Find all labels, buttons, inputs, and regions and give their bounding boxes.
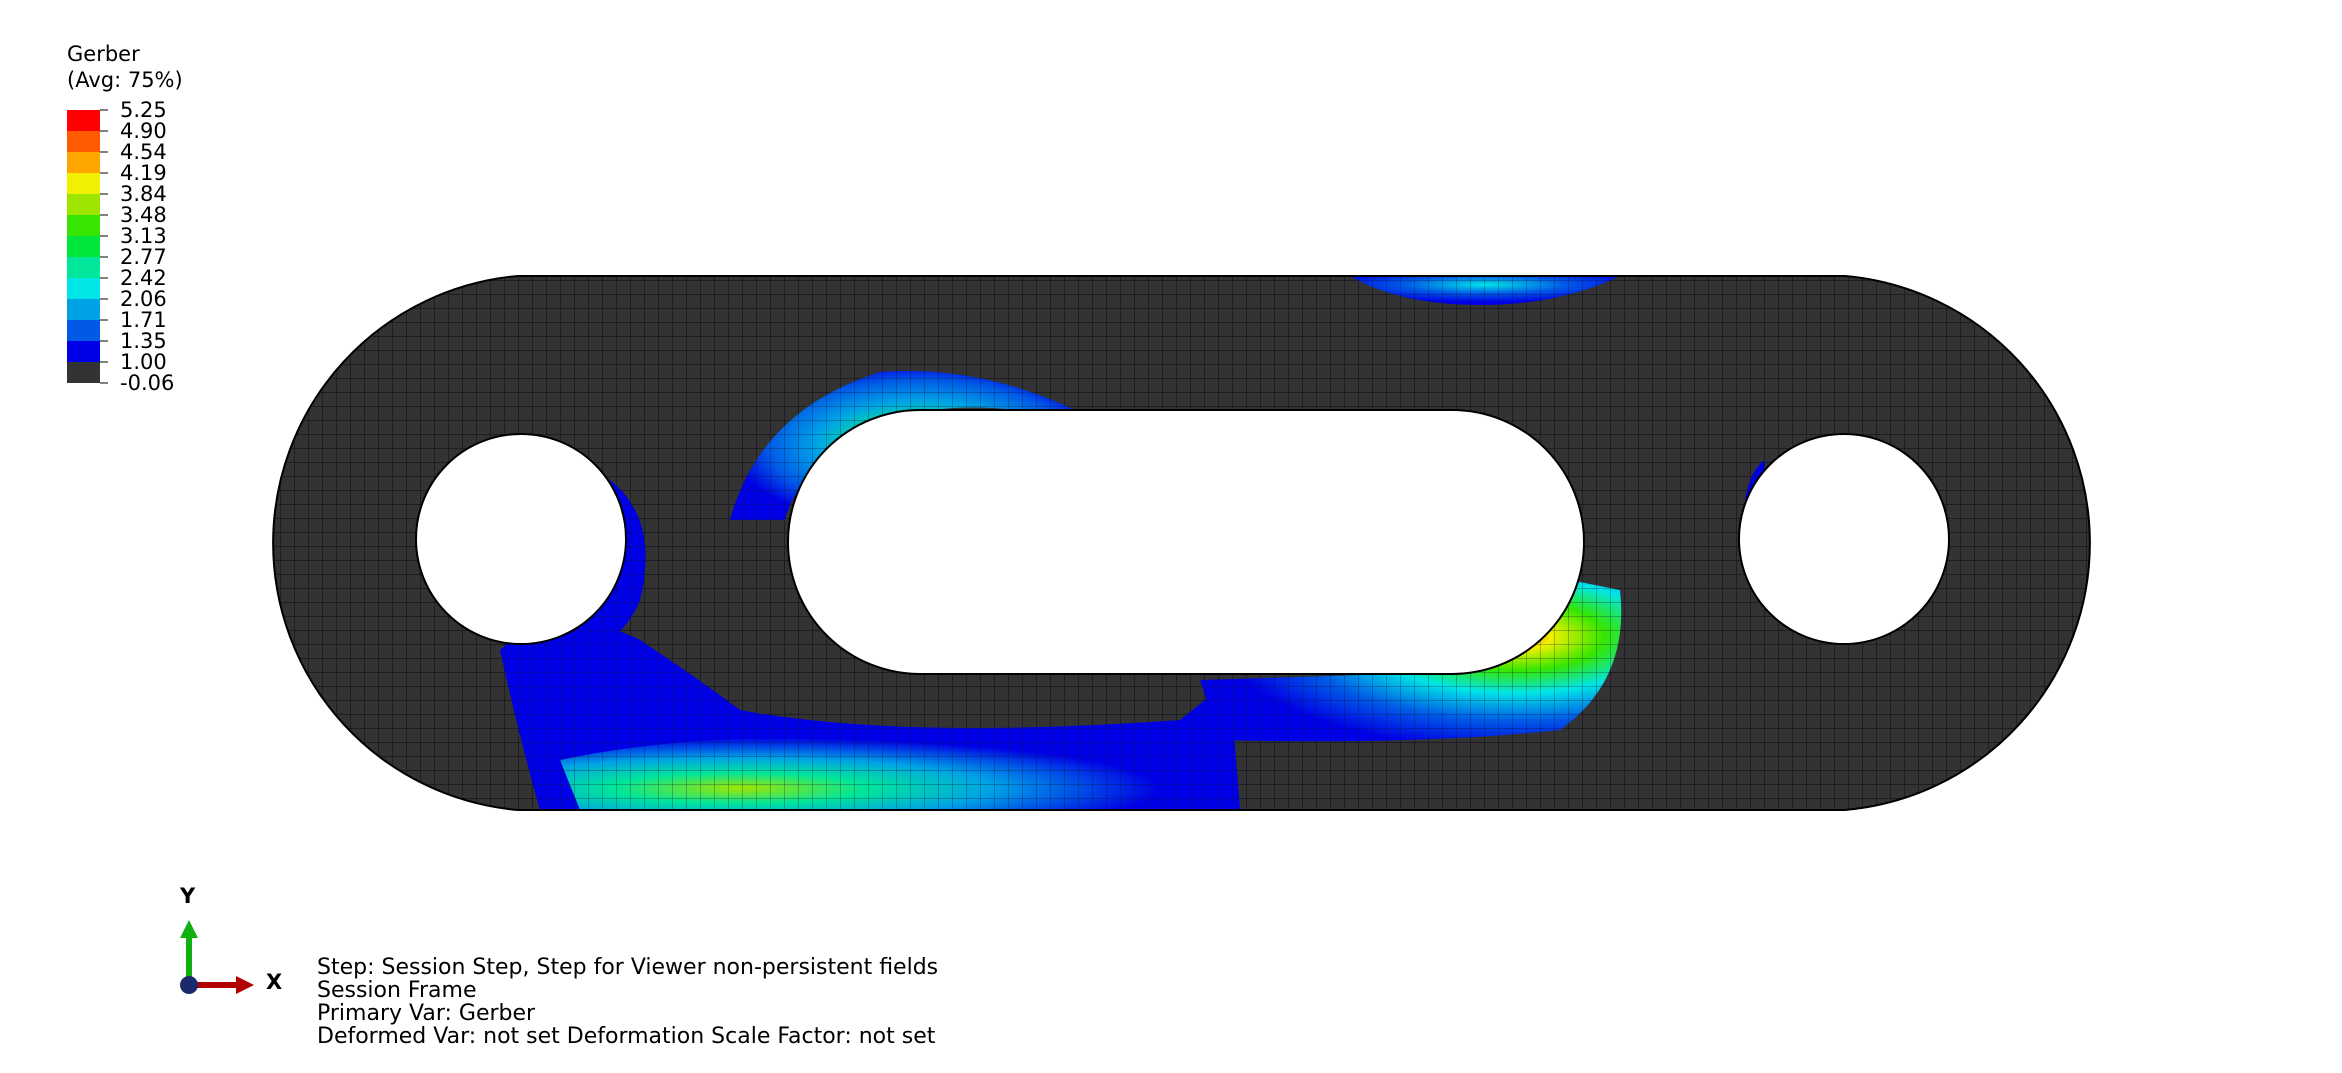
y-axis-arrowhead bbox=[180, 920, 198, 938]
right-hole bbox=[1738, 433, 1950, 645]
legend-label: 3.84 bbox=[120, 182, 167, 206]
legend-label: 3.48 bbox=[120, 203, 167, 227]
legend-band bbox=[67, 341, 100, 362]
legend-label: 2.06 bbox=[120, 287, 167, 311]
legend-label: 4.54 bbox=[120, 140, 167, 164]
legend-band bbox=[67, 257, 100, 278]
triad-x-label: X bbox=[266, 970, 283, 994]
legend-band bbox=[67, 299, 100, 320]
legend-band bbox=[67, 362, 100, 383]
legend-band bbox=[67, 152, 100, 173]
legend-label: 1.71 bbox=[120, 308, 167, 332]
legend-label: 3.13 bbox=[120, 224, 167, 248]
legend-band bbox=[67, 131, 100, 152]
legend-title: Gerber bbox=[67, 42, 140, 66]
legend-label: 5.25 bbox=[120, 98, 167, 122]
info-deformed-var: Deformed Var: not set Deformation Scale … bbox=[317, 1024, 936, 1049]
legend-band bbox=[67, 110, 100, 131]
triad-origin bbox=[180, 976, 198, 994]
legend-band bbox=[67, 278, 100, 299]
x-axis-arrowhead bbox=[236, 976, 254, 994]
view-triad bbox=[180, 920, 254, 994]
legend-label: 1.35 bbox=[120, 329, 167, 353]
legend-label: 1.00 bbox=[120, 350, 167, 374]
legend-band bbox=[67, 236, 100, 257]
part-outline bbox=[272, 275, 2091, 811]
legend-label: 2.42 bbox=[120, 266, 167, 290]
legend-band bbox=[67, 215, 100, 236]
left-hole bbox=[415, 433, 627, 645]
info-primary-var: Primary Var: Gerber bbox=[317, 1001, 536, 1026]
triad-y-label: Y bbox=[180, 884, 196, 908]
legend-color-bar bbox=[67, 109, 108, 384]
info-frame: Session Frame bbox=[317, 978, 477, 1003]
legend-label: -0.06 bbox=[120, 371, 175, 395]
legend-label: 2.77 bbox=[120, 245, 167, 269]
legend-label: 4.90 bbox=[120, 119, 167, 143]
legend-band bbox=[67, 173, 100, 194]
legend-subtitle: (Avg: 75%) bbox=[67, 68, 183, 92]
info-step: Step: Session Step, Step for Viewer non-… bbox=[317, 955, 939, 980]
center-slot bbox=[787, 409, 1585, 675]
legend-band bbox=[67, 320, 100, 341]
legend-band bbox=[67, 194, 100, 215]
legend-label: 4.19 bbox=[120, 161, 167, 185]
